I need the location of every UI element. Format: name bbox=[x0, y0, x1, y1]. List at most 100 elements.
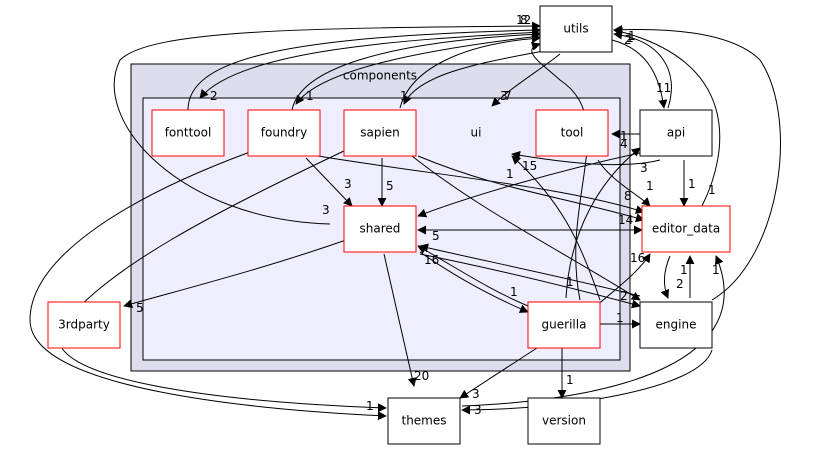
node-foundry[interactable]: foundry bbox=[247, 109, 321, 157]
edge-label-api-sapien: 4 bbox=[620, 137, 628, 151]
edge-label-engine-editor-b: 2 bbox=[676, 277, 684, 291]
edge-label-guerilla-version: 1 bbox=[566, 373, 574, 387]
node-sapien[interactable]: sapien bbox=[343, 109, 417, 157]
edges bbox=[29, 21, 781, 421]
edge-editor-engine bbox=[660, 255, 671, 299]
edge-label-foundry-shared: 3 bbox=[344, 177, 352, 191]
edge-label-shared-guerilla: 16 bbox=[424, 253, 439, 267]
edge-tool-editor bbox=[597, 159, 651, 207]
edge-label-utils-right-c: 1 bbox=[628, 29, 636, 43]
edge-api-shared bbox=[417, 151, 645, 218]
edge-label-utils-top-b: 8 bbox=[520, 13, 528, 27]
edge-label-foundry-in: 1 bbox=[306, 89, 314, 103]
node-ui-label: ui bbox=[471, 126, 482, 140]
edge-foundry-editor bbox=[317, 155, 645, 214]
edge-label-guerilla-themes: 3 bbox=[472, 387, 480, 401]
edge-editor-utils bbox=[613, 27, 721, 207]
edge-label-3rdparty-themes: 1 bbox=[366, 399, 374, 413]
edge-utils-fonttool bbox=[199, 31, 541, 99]
edge-label-other-shared: 3 bbox=[322, 203, 330, 217]
edge-label-guerilla-engine-c: 1 bbox=[616, 311, 624, 325]
edge-label-guerilla-engine-b: 2 bbox=[620, 289, 628, 303]
edge-shared-utils bbox=[113, 21, 541, 225]
node-engine-label: engine bbox=[656, 318, 697, 332]
node-sapien-label: sapien bbox=[360, 126, 400, 140]
edge-label-ui-guerilla: 15 bbox=[522, 159, 537, 173]
edge-label-tool-api: 1 bbox=[620, 129, 628, 143]
edge-guerilla-editor bbox=[595, 253, 651, 307]
node-guerilla[interactable]: guerilla bbox=[527, 301, 601, 349]
node-utils[interactable]: utils bbox=[539, 5, 613, 53]
edge-label-utils-right-b: 1 bbox=[626, 31, 634, 45]
node-3rdparty-label: 3rdparty bbox=[58, 318, 110, 332]
edge-guerilla-shared bbox=[417, 245, 529, 307]
cluster-components-label: components bbox=[343, 69, 417, 83]
edge-label-api-editor-c: 1 bbox=[708, 183, 716, 197]
edge-label-guerilla-engine-a: 1 bbox=[566, 275, 574, 289]
edge-label-utils-right-a: 2 bbox=[624, 33, 632, 47]
edge-shared-3rdparty bbox=[123, 239, 347, 309]
edge-api-utils bbox=[613, 30, 672, 109]
node-engine[interactable]: engine bbox=[639, 301, 713, 349]
edge-label-engine-themes: 3 bbox=[474, 403, 482, 417]
edge-utils-sapien bbox=[403, 49, 549, 105]
node-utils-label: utils bbox=[563, 22, 588, 36]
node-ui[interactable]: ui bbox=[471, 126, 482, 140]
node-3rdparty[interactable]: 3rdparty bbox=[47, 301, 121, 349]
node-fonttool-label: fonttool bbox=[165, 126, 212, 140]
node-api-label: api bbox=[667, 126, 685, 140]
edge-label-shared-3rdparty: 5 bbox=[136, 301, 144, 315]
node-fonttool[interactable]: fonttool bbox=[151, 109, 225, 157]
edge-label-guerilla-editor: 16 bbox=[630, 251, 645, 265]
edge-label-api-editor-a: 1 bbox=[646, 179, 654, 193]
node-editor-data-label: editor_data bbox=[652, 222, 720, 236]
node-editor-data[interactable]: editor_data bbox=[641, 205, 731, 253]
edge-guerilla-ui bbox=[511, 155, 601, 301]
edge-label-editor-shared-b: 14 bbox=[618, 213, 633, 227]
node-tool[interactable]: tool bbox=[535, 109, 609, 157]
node-themes-label: themes bbox=[401, 414, 446, 428]
edge-guerilla-themes bbox=[459, 345, 541, 399]
node-tool-label: tool bbox=[561, 126, 584, 140]
edge-label-editor-shared-c: 5 bbox=[432, 229, 440, 243]
edge-api-ui bbox=[511, 150, 661, 166]
node-api[interactable]: api bbox=[639, 109, 713, 157]
edge-label-api-in: 11 bbox=[656, 81, 671, 95]
edge-sapien-editor bbox=[417, 155, 645, 223]
edge-label-utils-top-a: 12 bbox=[516, 13, 531, 27]
edge-label-engine-editor-a: 1 bbox=[680, 263, 688, 277]
edge-foundry-themes bbox=[29, 151, 387, 421]
edge-utils-ui bbox=[491, 53, 561, 107]
edge-label-shared-themes: 20 bbox=[414, 369, 429, 383]
edge-fonttool-utils bbox=[187, 25, 541, 111]
edge-utils-foundry bbox=[295, 35, 541, 105]
edge-label-sapien-in: 1 bbox=[400, 89, 408, 103]
edge-label-ui-engine: 1 bbox=[506, 167, 514, 181]
node-version-label: version bbox=[542, 414, 586, 428]
edge-label-engine-editor-c: 1 bbox=[712, 263, 720, 277]
node-themes[interactable]: themes bbox=[387, 397, 461, 445]
edge-label-fonttool-in: 2 bbox=[210, 89, 218, 103]
edge-utils-api bbox=[611, 39, 668, 109]
edge-label-guerilla-shared: 1 bbox=[510, 285, 518, 299]
edge-engine-shared bbox=[419, 243, 641, 297]
edge-label-api-editor-b: 1 bbox=[688, 177, 696, 191]
node-shared[interactable]: shared bbox=[343, 205, 417, 253]
node-guerilla-label: guerilla bbox=[542, 318, 587, 332]
edge-guerilla-api bbox=[565, 147, 641, 299]
edge-shared-engine bbox=[419, 253, 641, 309]
edge-label-ui-in: 3 bbox=[500, 89, 508, 103]
edge-label-editor-shared-a: 8 bbox=[624, 189, 632, 203]
edge-engine-themes bbox=[461, 349, 713, 415]
edge-shared-guerilla bbox=[419, 251, 529, 313]
edge-label-api-guerilla: 3 bbox=[640, 161, 648, 175]
edge-label-sapien-shared: 5 bbox=[386, 179, 394, 193]
node-version[interactable]: version bbox=[527, 397, 601, 445]
edge-shared-themes bbox=[383, 253, 417, 387]
edge-themes-editor bbox=[461, 255, 725, 407]
edge-engine-utils bbox=[613, 25, 781, 301]
edge-label-ui-in-b: 7 bbox=[504, 89, 512, 103]
